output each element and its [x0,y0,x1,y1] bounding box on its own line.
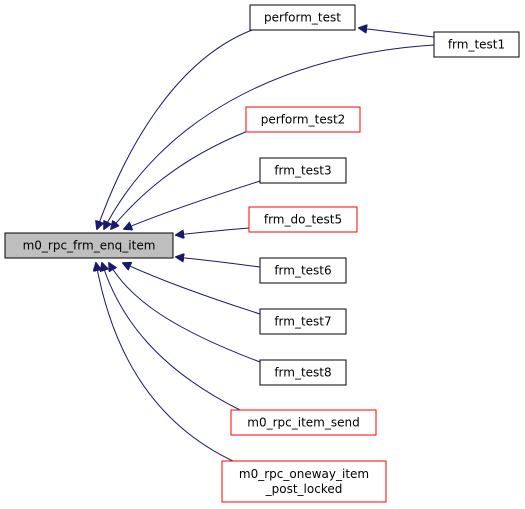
node-box-frm_test3 [259,157,347,184]
node-box-perform_test [249,4,356,31]
node-m0_rpc_item_send[interactable]: m0_rpc_item_send [230,409,377,436]
edge-frm_test1-to-perform_test [359,28,435,38]
edge-m0_rpc_item_send-to-m0_rpc_frm_enq_item [102,263,241,411]
node-label-m0_rpc_oneway_item_post_locked-1: m0_rpc_oneway_item [239,467,369,481]
node-label-m0_rpc_oneway_item_post_locked-2: _post_locked [265,482,343,496]
node-frm_test3[interactable]: frm_test3 [259,157,347,184]
node-box-m0_rpc_oneway_item_post_locked [221,460,387,503]
node-label-frm_test6: frm_test6 [274,264,331,278]
node-label-perform_test: perform_test [264,11,341,25]
node-label-perform_test2: perform_test2 [261,113,346,127]
edge-perform_test-to-m0_rpc_frm_enq_item [97,29,253,229]
node-frm_do_test5[interactable]: frm_do_test5 [248,206,358,233]
edge-frm_test3-to-m0_rpc_frm_enq_item [124,180,261,229]
node-box-frm_test1 [433,31,520,58]
node-m0_rpc_oneway_item_post_locked[interactable]: m0_rpc_oneway_item_post_locked [221,460,387,503]
node-label-m0_rpc_item_send: m0_rpc_item_send [247,416,359,430]
node-box-m0_rpc_frm_enq_item [4,232,174,259]
edge-frm_test6-to-m0_rpc_frm_enq_item [176,257,261,268]
edge-perform_test2-to-m0_rpc_frm_enq_item [111,130,249,229]
node-box-m0_rpc_item_send [230,409,377,436]
node-label-frm_test7: frm_test7 [274,315,331,329]
node-frm_test7[interactable]: frm_test7 [259,308,347,335]
node-label-frm_do_test5: frm_do_test5 [264,213,342,227]
edge-frm_test8-to-m0_rpc_frm_enq_item [109,263,261,363]
edge-m0_rpc_oneway_item_post_locked-to-m0_rpc_frm_enq_item [96,263,236,463]
node-m0_rpc_frm_enq_item[interactable]: m0_rpc_frm_enq_item [4,232,174,259]
node-label-frm_test1: frm_test1 [448,38,505,52]
edge-frm_do_test5-to-m0_rpc_frm_enq_item [176,227,250,235]
edges-layer [96,28,435,463]
node-perform_test2[interactable]: perform_test2 [245,106,361,133]
node-label-m0_rpc_frm_enq_item: m0_rpc_frm_enq_item [23,239,156,253]
node-label-frm_test3: frm_test3 [274,164,331,178]
node-box-perform_test2 [245,106,361,133]
node-box-frm_test7 [259,308,347,335]
edge-frm_test1-to-m0_rpc_frm_enq_item [104,44,435,229]
node-frm_test8[interactable]: frm_test8 [259,359,347,386]
edge-frm_test7-to-m0_rpc_frm_enq_item [123,263,261,315]
node-frm_test6[interactable]: frm_test6 [259,257,347,284]
node-perform_test[interactable]: perform_test [249,4,356,31]
node-box-frm_do_test5 [248,206,358,233]
node-box-frm_test6 [259,257,347,284]
node-label-frm_test8: frm_test8 [274,366,331,380]
nodes-layer: m0_rpc_frm_enq_item perform_test perform_t… [4,4,520,503]
node-frm_test1[interactable]: frm_test1 [433,31,520,58]
node-box-frm_test8 [259,359,347,386]
